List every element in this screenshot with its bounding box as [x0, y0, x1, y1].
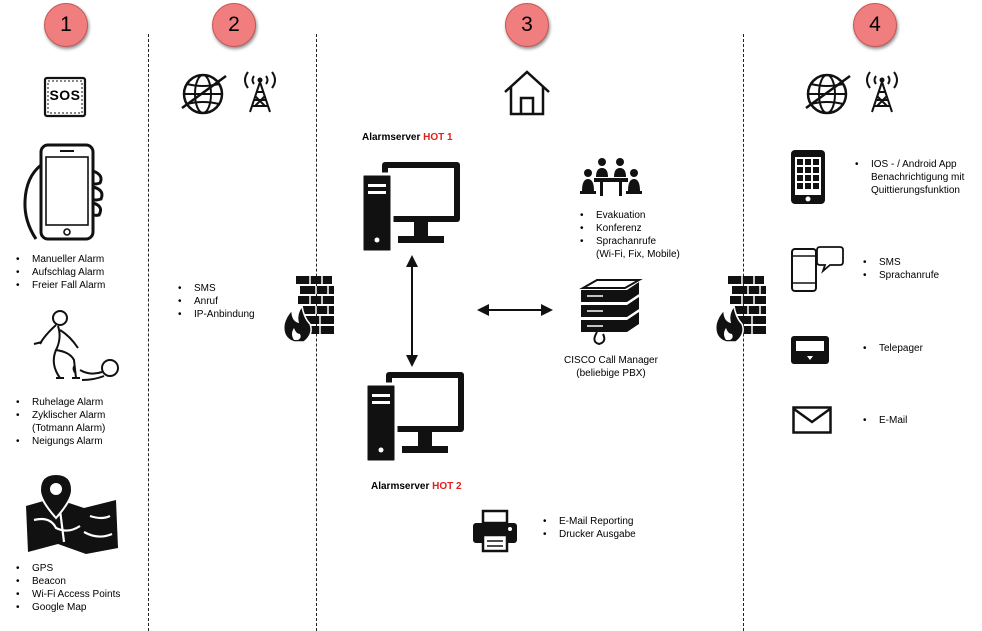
printer-list: E-Mail Reporting Drucker Ausgabe — [541, 515, 636, 541]
firewall-icon — [280, 270, 338, 349]
sms-phone-icon — [790, 245, 844, 298]
list-item: Anruf — [176, 295, 255, 308]
alarm-list-2: Ruhelage Alarm Zyklischer Alarm (Totmann … — [14, 396, 105, 448]
list-item: Zyklischer Alarm (Totmann Alarm) — [14, 409, 105, 435]
list-item: IP-Anbindung — [176, 308, 255, 321]
globe-icon — [180, 70, 228, 121]
server-2-hot: HOT 2 — [432, 481, 462, 492]
list-item: SMS — [176, 282, 255, 295]
list-item: Manueller Alarm — [14, 253, 105, 266]
column-badge-2: 2 — [212, 3, 256, 47]
antenna-icon — [240, 68, 280, 119]
antenna-icon — [862, 68, 902, 119]
alarm-list-1: Manueller Alarm Aufschlag Alarm Freier F… — [14, 253, 105, 292]
pbx-note: (beliebige PBX) — [576, 368, 646, 379]
column-badge-3: 3 — [505, 3, 549, 47]
app-line-2: Benachrichtigung mit — [871, 172, 965, 183]
phone-list: SMS Sprachanrufe — [861, 256, 939, 282]
column-badge-4: 4 — [853, 3, 897, 47]
app-line-1: IOS - / Android App — [871, 159, 957, 170]
pager-list: Telepager — [861, 342, 923, 355]
pbx-caption: CISCO Call Manager (beliebige PBX) — [556, 354, 666, 380]
firewall-icon — [712, 270, 770, 349]
list-item: SMS — [861, 256, 939, 269]
column-divider — [148, 34, 149, 631]
list-item-note: (Wi-Fi, Fix, Mobile) — [596, 249, 680, 260]
list-item: Wi-Fi Access Points — [14, 588, 120, 601]
list-item: E-Mail — [861, 414, 907, 427]
list-item: Evakuation — [578, 209, 680, 222]
list-item: E-Mail Reporting — [541, 515, 636, 528]
server-1-hot: HOT 1 — [423, 132, 453, 143]
meeting-icon — [580, 157, 642, 202]
list-item: Konferenz — [578, 222, 680, 235]
list-item: Ruhelage Alarm — [14, 396, 105, 409]
map-pin-icon — [20, 470, 124, 561]
server-computer-icon — [360, 160, 462, 257]
mail-icon — [792, 406, 832, 439]
pbx-link-arrow — [477, 303, 553, 322]
conference-list: Evakuation Konferenz Sprachanrufe (Wi-Fi,… — [578, 209, 680, 261]
list-item: Drucker Ausgabe — [541, 528, 636, 541]
server-1-title: Alarmserver HOT 1 — [362, 132, 453, 143]
sos-label: SOS — [49, 87, 81, 103]
list-item-note: (Totmann Alarm) — [32, 423, 106, 434]
list-item: Telepager — [861, 342, 923, 355]
list-item: Neigungs Alarm — [14, 435, 105, 448]
pager-icon — [790, 335, 830, 370]
list-item: Freier Fall Alarm — [14, 279, 105, 292]
list-item: Beacon — [14, 575, 120, 588]
server-2-title: Alarmserver HOT 2 — [371, 481, 462, 492]
pbx-label: CISCO Call Manager — [564, 355, 658, 366]
pbx-server-icon — [577, 278, 643, 353]
list-item: Sprachanrufe — [861, 269, 939, 282]
app-line-3: Quittierungsfunktion — [871, 185, 960, 196]
printer-icon — [471, 509, 519, 558]
list-item-text: Sprachanrufe — [596, 236, 657, 247]
channel-list: SMS Anruf IP-Anbindung — [176, 282, 255, 321]
list-item: Aufschlag Alarm — [14, 266, 105, 279]
sos-icon: SOS — [43, 76, 87, 118]
mail-list: E-Mail — [861, 414, 907, 427]
globe-icon — [804, 70, 852, 121]
failover-arrow — [405, 255, 419, 372]
location-list: GPS Beacon Wi-Fi Access Points Google Ma… — [14, 562, 120, 614]
server-1-label: Alarmserver — [362, 132, 424, 143]
list-item-text: Zyklischer Alarm — [32, 410, 106, 421]
smartphone-icon — [14, 143, 106, 246]
fall-person-icon — [30, 308, 122, 393]
home-icon — [502, 68, 552, 123]
list-item: Google Map — [14, 601, 120, 614]
list-item: GPS — [14, 562, 120, 575]
list-item: Sprachanrufe (Wi-Fi, Fix, Mobile) — [578, 235, 680, 261]
server-computer-icon — [364, 370, 466, 467]
server-2-label: Alarmserver — [371, 481, 433, 492]
column-badge-1: 1 — [44, 3, 88, 47]
app-phone-icon — [790, 149, 826, 210]
